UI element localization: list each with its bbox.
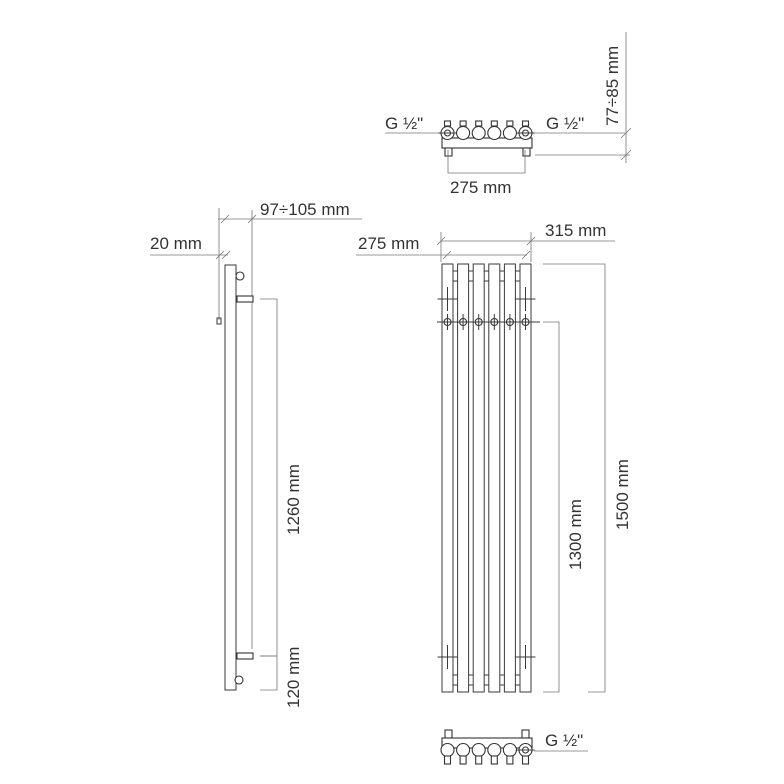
foot-left (444, 729, 453, 739)
valve-fitting (440, 742, 455, 758)
valve-cap (521, 120, 530, 127)
top-connection (235, 271, 245, 281)
column-depth-label: 20 mm (150, 234, 202, 253)
valve-fitting (471, 125, 486, 141)
valve-cap (490, 120, 498, 127)
tick (442, 250, 452, 260)
radiator-column (488, 263, 501, 693)
radiator-column (519, 263, 532, 693)
valve-fitting (456, 742, 471, 758)
top-fittings (438, 120, 535, 141)
total-width-label: 315 mm (545, 221, 606, 240)
valve-fitting (502, 742, 517, 758)
spacing-label: 275 mm (450, 178, 511, 197)
inlet-right-label: G ½" (546, 114, 584, 133)
bracket-spacing-label: 1260 mm (284, 464, 303, 535)
valve-cap (475, 755, 483, 765)
foot-left (444, 147, 453, 157)
valve-fitting (487, 742, 502, 758)
tick (521, 250, 531, 260)
valve-fitting (487, 125, 502, 141)
total-height-dim (543, 263, 606, 693)
radiator-side-profile (224, 264, 237, 691)
front-view: 315 mm 275 mm 1300 mm 1500 mm (356, 221, 632, 693)
side-view: 97÷105 mm 20 mm 1260 mm 120 mm (150, 200, 362, 708)
bracket-spacing-dim (260, 298, 278, 657)
upper-bracket (236, 295, 254, 303)
foot-right (522, 147, 531, 157)
valve-cap (459, 755, 467, 765)
tick (221, 250, 231, 260)
valve-fitting (502, 125, 517, 141)
valve-fitting (456, 125, 471, 141)
connection-height-dim (543, 321, 560, 693)
bottom-offset-dim (260, 655, 278, 691)
radiator-column (472, 263, 485, 693)
valve-cap (475, 120, 483, 127)
depth-label: 77÷85 mm (603, 46, 622, 126)
valve-cap (490, 755, 498, 765)
valve-fitting (471, 742, 486, 758)
radiator-column (457, 263, 470, 693)
valve-cap (521, 755, 530, 765)
inlet-left-label: G ½" (385, 114, 423, 133)
radiator-column (441, 263, 454, 693)
radiator-column (503, 263, 516, 693)
wall-bracket (216, 317, 222, 325)
spacing-bracket (447, 150, 526, 174)
valve-cap (506, 120, 514, 127)
wall-distance-label: 97÷105 mm (260, 200, 350, 219)
bottom-connection (234, 675, 244, 685)
bottom-fittings (440, 742, 535, 765)
valve-cap (459, 120, 467, 127)
connection-spacing-label: 275 mm (358, 234, 419, 253)
tick (220, 214, 230, 224)
tick (620, 127, 632, 139)
valve-cap (443, 120, 452, 127)
manifold-bar (441, 737, 533, 749)
bottom-offset-label: 120 mm (284, 647, 303, 708)
radiator-columns (437, 263, 536, 693)
bottom-view: G ½" (440, 729, 588, 765)
valve-cap (506, 755, 514, 765)
total-height-label: 1500 mm (613, 459, 632, 530)
lower-bracket (236, 652, 254, 660)
foot-right (521, 729, 530, 739)
tick (215, 250, 225, 260)
valve-cap (443, 755, 452, 765)
inlet-label: G ½" (545, 731, 583, 750)
tick (620, 149, 632, 161)
connection-height-label: 1300 mm (566, 499, 585, 570)
manifold-bar (441, 137, 533, 149)
top-view: G ½" G ½" 77÷85 mm 275 mm (385, 32, 632, 197)
